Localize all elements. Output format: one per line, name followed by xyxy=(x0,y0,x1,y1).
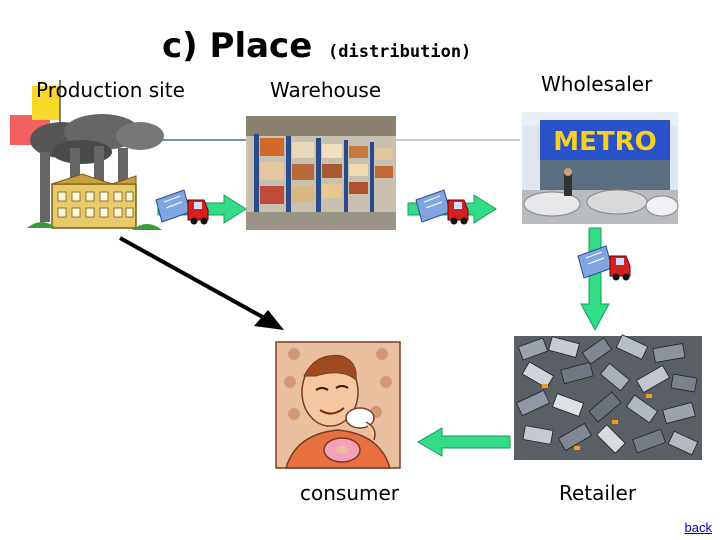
wholesaler-store-photo: METRO xyxy=(522,112,679,224)
label-warehouse: Warehouse xyxy=(270,78,382,102)
warehouse-photo xyxy=(246,116,396,230)
slide-subtitle: (distribution) xyxy=(328,42,472,62)
label-production-site: Production site xyxy=(36,78,185,102)
label-retailer: Retailer xyxy=(559,481,637,505)
truck-icon xyxy=(415,189,469,225)
truck-icon xyxy=(577,245,631,281)
slide-title: c) Place xyxy=(162,26,313,66)
back-link[interactable]: back xyxy=(684,520,712,535)
label-wholesaler: Wholesaler xyxy=(541,72,653,96)
retailer-phones-photo xyxy=(514,334,702,460)
arrow-retailer-to-consumer xyxy=(417,427,511,457)
factory-illustration xyxy=(27,114,164,230)
truck-icon xyxy=(155,189,209,225)
consumer-illustration xyxy=(275,341,401,469)
store-sign-text: METRO xyxy=(553,127,657,157)
label-consumer: consumer xyxy=(300,481,400,505)
arrow-factory-to-consumer xyxy=(119,236,284,330)
arrow-wholesaler-to-retailer xyxy=(580,227,610,332)
